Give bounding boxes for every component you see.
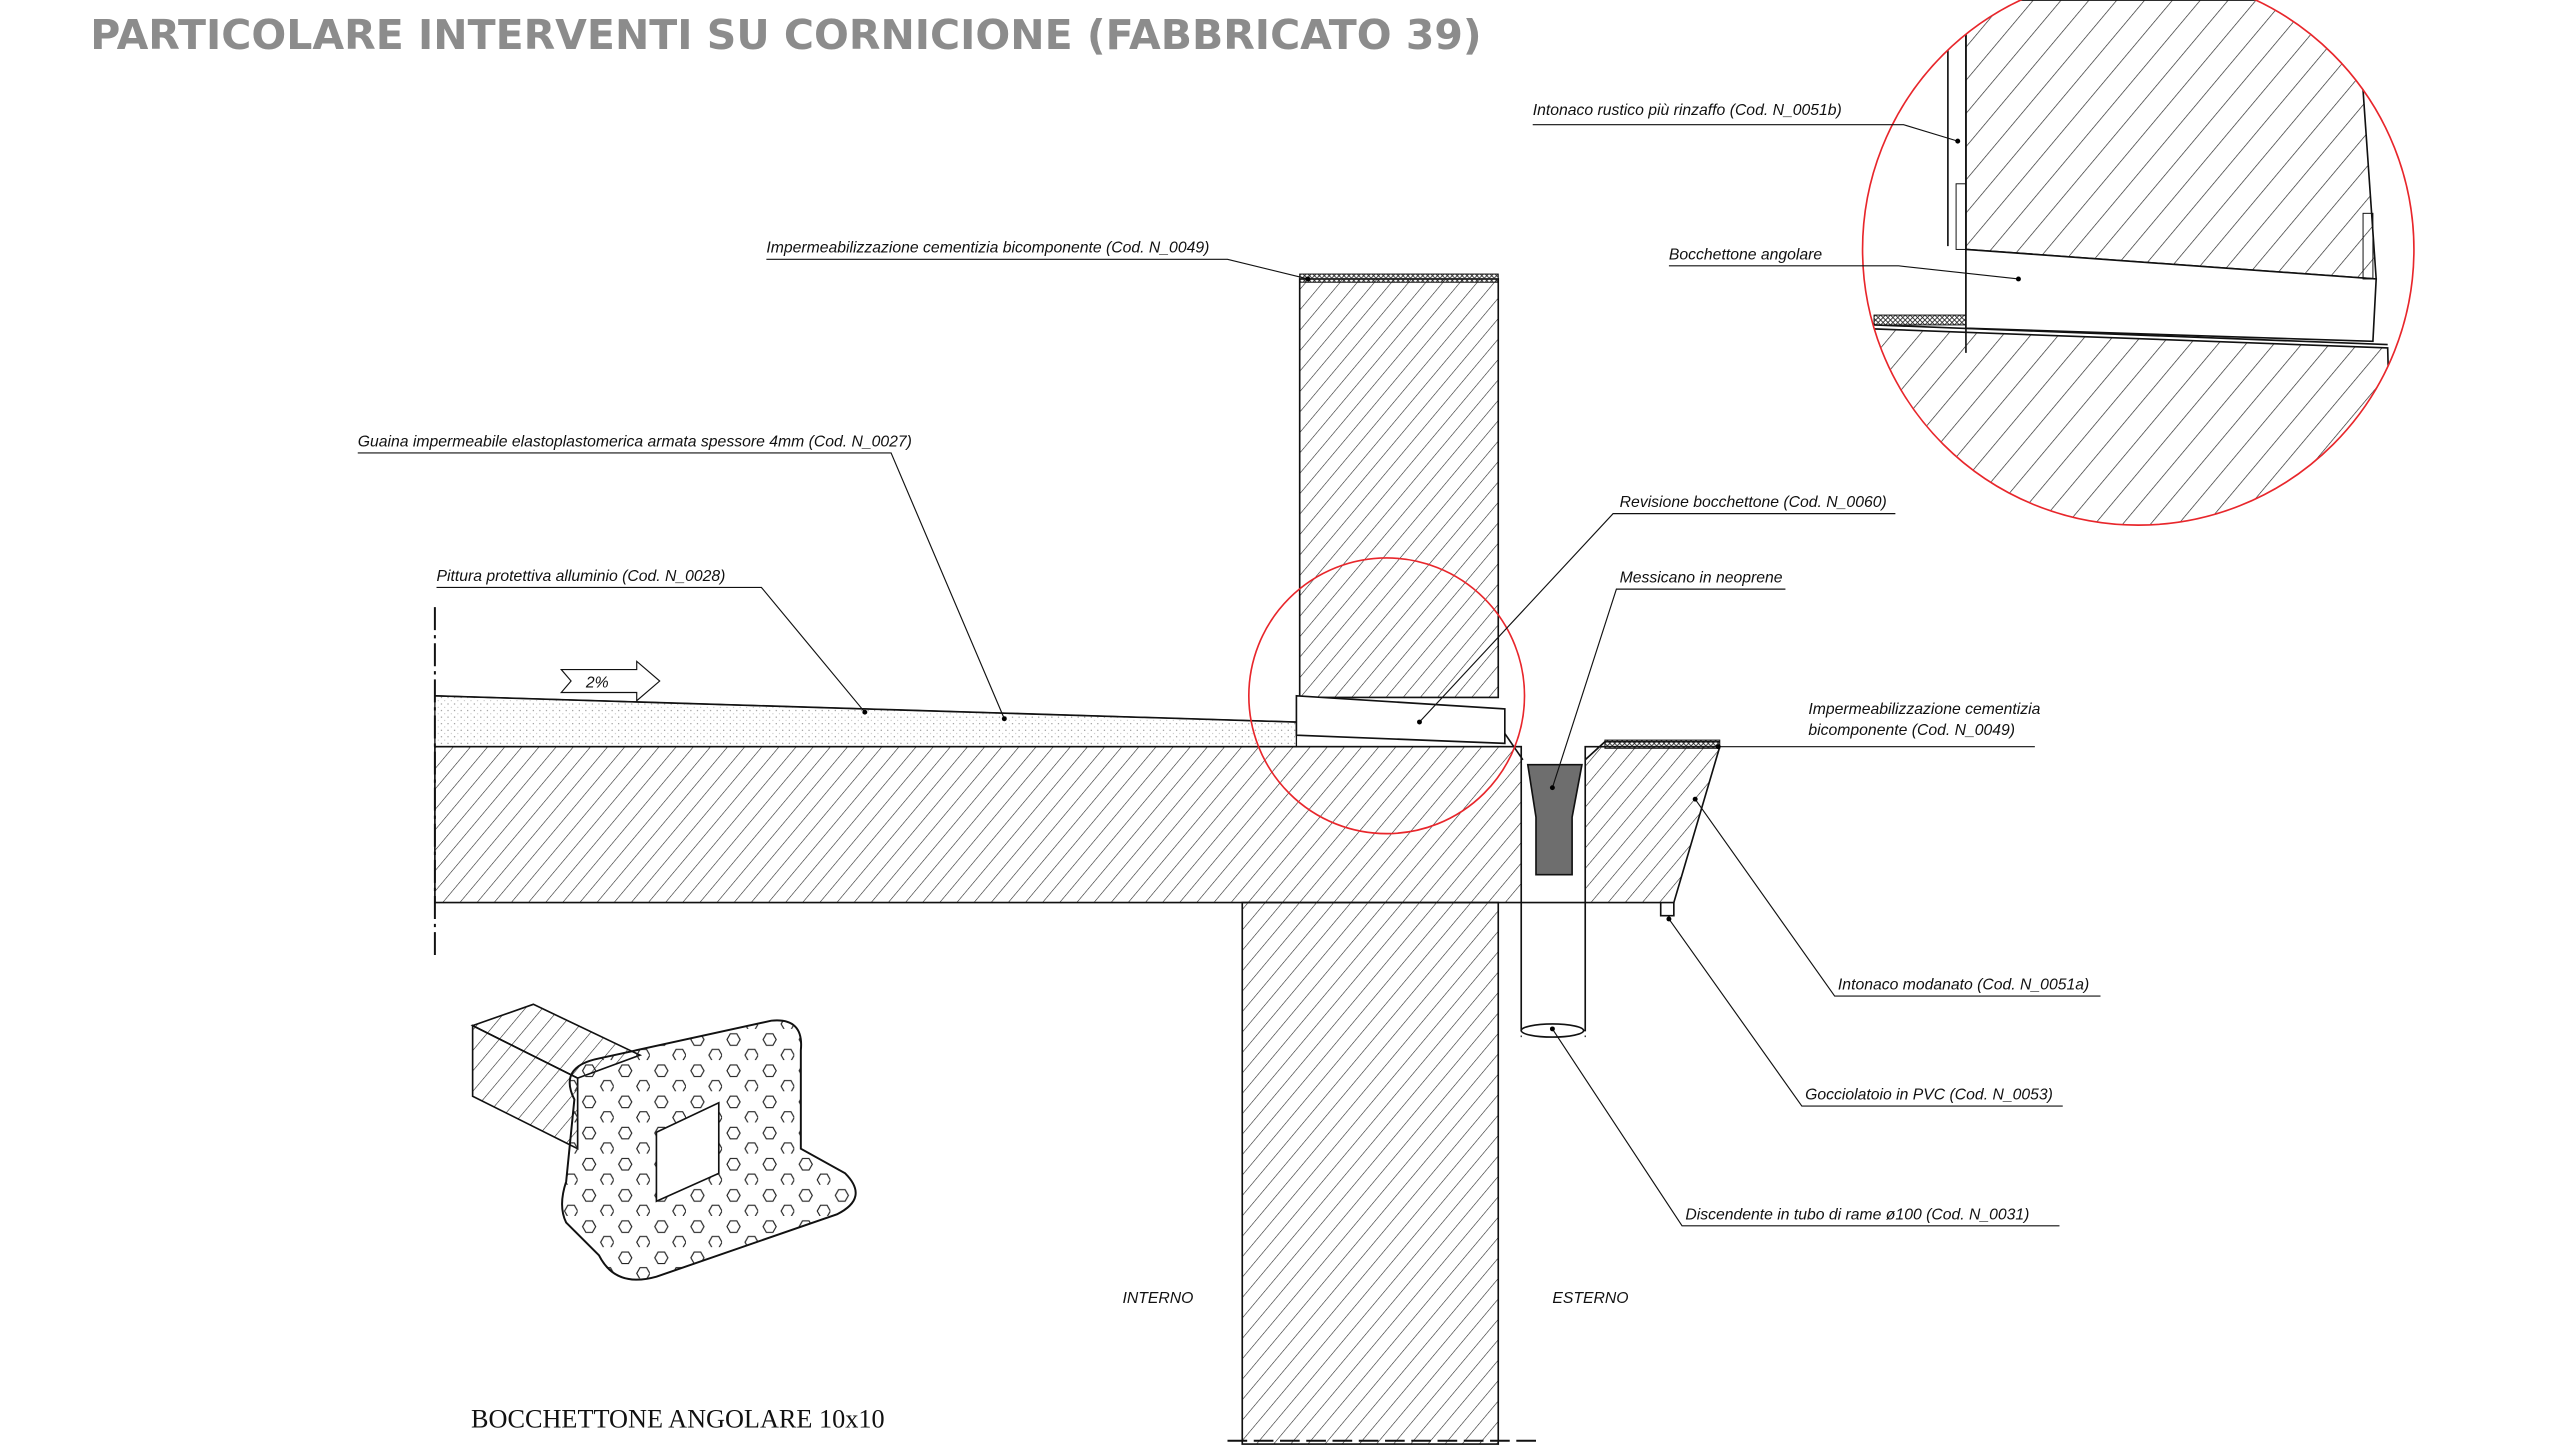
waterproofing-cap-right (1604, 739, 1721, 749)
label-messicano: Messicano in neoprene (1549, 570, 1786, 791)
waterproofing-cap-top (1299, 273, 1499, 283)
svg-text:2%: 2% (585, 675, 609, 692)
downpipe (1520, 901, 1587, 1032)
drip-profile (1659, 902, 1675, 917)
esterno-label: ESTERNO (1552, 1290, 1628, 1307)
label-pittura: Pittura protettiva alluminio (Cod. N_002… (437, 568, 868, 715)
label-revisione: Revisione bocchettone (Cod. N_0060) (1417, 494, 1896, 725)
svg-text:Discendente in tubo di rame ø1: Discendente in tubo di rame ø100 (Cod. N… (1685, 1206, 2029, 1223)
label-intonaco-modanato: Intonaco modanato (Cod. N_0051a) (1692, 796, 2101, 997)
interno-label: INTERNO (1122, 1290, 1193, 1307)
detail-circle (1861, 0, 2415, 526)
label-discendente: Discendente in tubo di rame ø100 (Cod. N… (1549, 1026, 2060, 1227)
label-bocchettone-angolare: Bocchettone angolare (1669, 246, 2021, 282)
svg-text:Pittura protettiva alluminio: Pittura protettiva alluminio (Cod. N_002… (437, 568, 726, 585)
lower-wall (1241, 901, 1500, 1445)
bocchettone-piece (1295, 694, 1506, 745)
isometric-bocchettone (470, 1003, 857, 1281)
label-intonaco-rustico: Intonaco rustico più rinzaffo (Cod. N_00… (1532, 102, 1961, 144)
svg-text:Messicano in neoprene: Messicano in neoprene (1620, 570, 1783, 587)
svg-text:Revisione bocchettone (Cod. N_: Revisione bocchettone (Cod. N_0060) (1620, 494, 1887, 511)
svg-text:Gocciolatoio in PVC (Cod. N_00: Gocciolatoio in PVC (Cod. N_0053) (1805, 1086, 2053, 1103)
floor-slab (434, 745, 1523, 904)
svg-text:Intonaco rustico più rinzaffo: Intonaco rustico più rinzaffo (Cod. N_00… (1533, 102, 1842, 119)
svg-text:Impermeabilizzazione cementizi: Impermeabilizzazione cementizia bicompon… (766, 240, 1209, 257)
svg-text:Impermeabilizzazione cementizi: Impermeabilizzazione cementizia (1808, 701, 2040, 718)
cornice-moulding (1584, 745, 1721, 904)
label-guaina: Guaina impermeabile elastoplastomerica a… (358, 433, 1007, 722)
svg-text:Intonaco modanato (Cod. N_0051: Intonaco modanato (Cod. N_0051a) (1838, 977, 2089, 994)
neoprene-collar (1526, 763, 1583, 876)
svg-text:Guaina impermeabile elastoplas: Guaina impermeabile elastoplastomerica a… (358, 433, 912, 450)
svg-text:bicomponente (Cod. N_0049): bicomponente (Cod. N_0049) (1808, 722, 2015, 739)
screed-layer (434, 695, 1298, 748)
upper-wall (1298, 278, 1500, 699)
detail-callout-circle (1248, 557, 1526, 835)
svg-text:Bocchettone angolare: Bocchettone angolare (1669, 246, 1822, 263)
label-gocciolatoio: Gocciolatoio in PVC (Cod. N_0053) (1666, 916, 2063, 1107)
enlarged-detail (1861, 0, 2415, 526)
drawing-title: PARTICOLARE INTERVENTI SU CORNICIONE (FA… (90, 11, 1481, 59)
slope-arrow: 2% (559, 660, 661, 702)
label-imperm-right: Impermeabilizzazione cementizia bicompon… (1715, 701, 2041, 750)
label-imperm-top: Impermeabilizzazione cementizia bicompon… (766, 240, 1311, 282)
iso-caption: BOCCHETTONE ANGOLARE 10x10 (471, 1405, 885, 1434)
